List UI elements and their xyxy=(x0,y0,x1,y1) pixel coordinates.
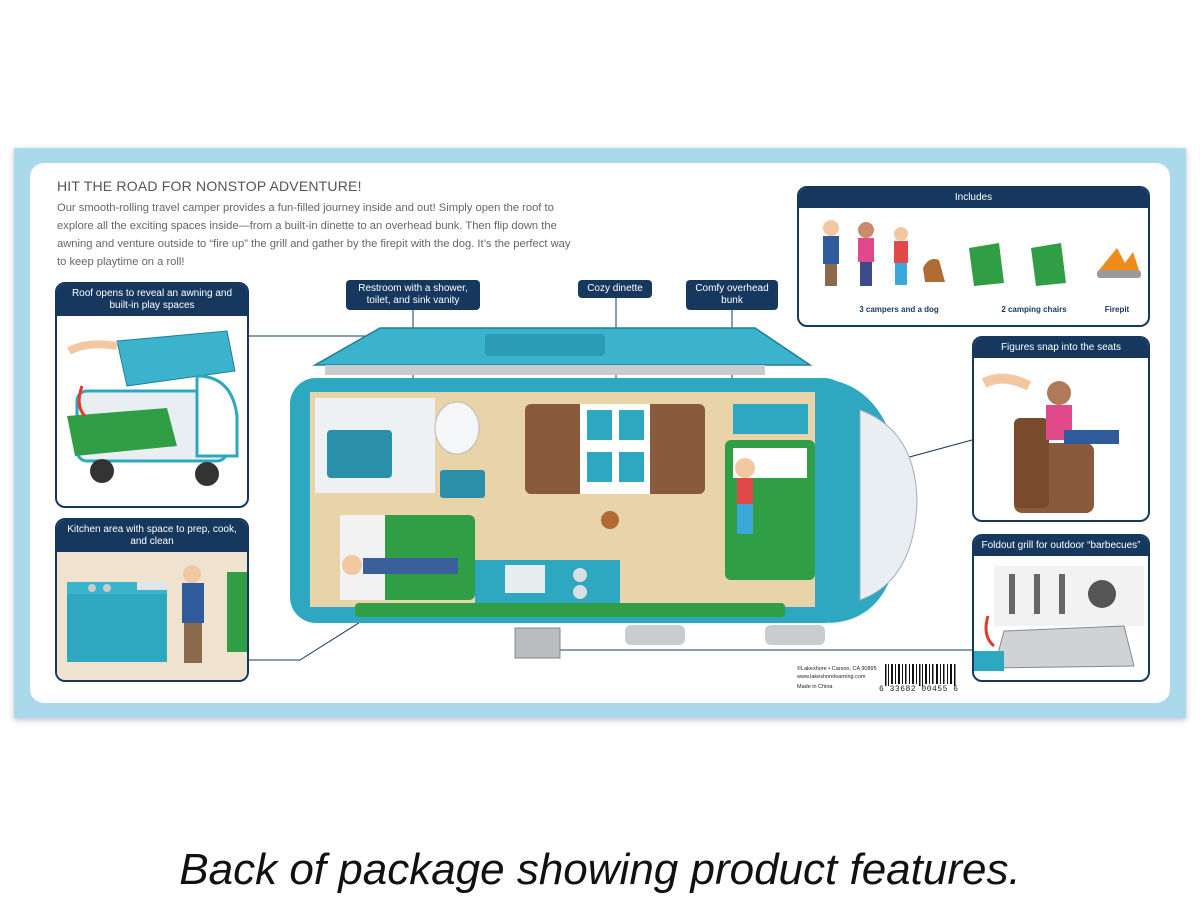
callout-dinette: Cozy dinette xyxy=(578,280,652,298)
barcode-number: 6 33682 00455 6 xyxy=(879,685,959,694)
barcode-image xyxy=(885,664,956,686)
includes-illustration xyxy=(823,220,1141,286)
callout-restroom: Restroom with a shower, toilet, and sink… xyxy=(346,280,480,310)
package-headline: HIT THE ROAD FOR NONSTOP ADVENTURE! xyxy=(57,178,362,194)
kitchen-illustration xyxy=(57,552,247,680)
panel-kitchen: Kitchen area with space to prep, cook, a… xyxy=(55,518,249,682)
image-caption: Back of package showing product features… xyxy=(179,845,1021,894)
panel-roof: Roof opens to reveal an awning and built… xyxy=(55,282,249,508)
legal-info: ©Lakeshore • Carson, CA 90895 www.lakesh… xyxy=(797,666,877,692)
panel-grill: Foldout grill for outdoor “barbecues” xyxy=(972,534,1150,682)
roof-open-illustration xyxy=(67,330,239,486)
panel-grill-title: Foldout grill for outdoor “barbecues” xyxy=(974,536,1148,556)
panel-roof-title: Roof opens to reveal an awning and built… xyxy=(57,284,247,316)
panel-seats: Figures snap into the seats xyxy=(972,336,1150,522)
panel-includes: Includes 3 campers and a dog 2 camping c… xyxy=(797,186,1150,327)
includes-title: Includes xyxy=(799,188,1148,208)
panel-seats-title: Figures snap into the seats xyxy=(974,338,1148,358)
seats-illustration xyxy=(981,373,1119,513)
panel-kitchen-title: Kitchen area with space to prep, cook, a… xyxy=(57,520,247,552)
legal-origin: Made in China xyxy=(797,684,833,690)
grill-illustration xyxy=(974,566,1144,671)
callout-bunk: Comfy overhead bunk xyxy=(686,280,778,310)
package-intro-text: Our smooth-rolling travel camper provide… xyxy=(57,202,571,268)
includes-item-firepit: Firepit xyxy=(1104,305,1130,314)
legal-company: ©Lakeshore • Carson, CA 90895 xyxy=(797,666,877,672)
legal-website: www.lakeshorelearning.com xyxy=(797,673,866,680)
includes-item-campers: 3 campers and a dog xyxy=(859,305,939,314)
camper-illustration xyxy=(290,327,918,659)
includes-item-chairs: 2 camping chairs xyxy=(1001,305,1067,314)
